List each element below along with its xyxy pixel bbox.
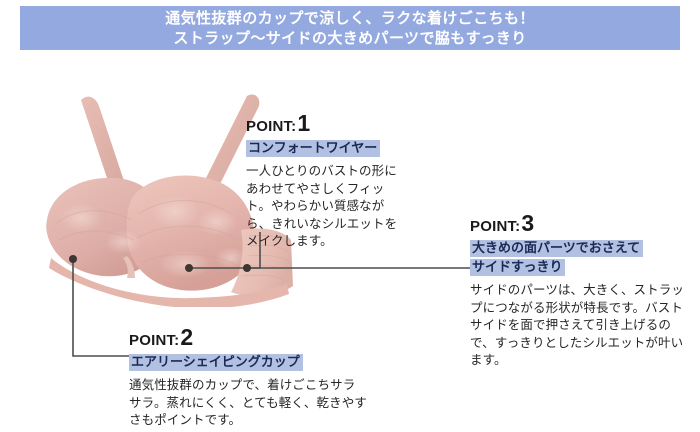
point-1-title: コンフォートワイヤー: [246, 139, 406, 158]
left-strap: [81, 96, 127, 196]
point-1-number: 1: [297, 110, 311, 136]
point-2-label-text: POINT:: [129, 332, 180, 349]
point-2-label: POINT:2: [129, 324, 367, 350]
point-1-label-text: POINT:: [246, 118, 297, 135]
header-line-1: 通気性抜群のカップで涼しく、ラクな着けごこちも！: [165, 9, 535, 27]
point-3-title: 大きめの面パーツでおさえて サイドすっきり: [470, 239, 695, 277]
point-3-number: 3: [521, 210, 535, 236]
header-line-2: ストラップ～サイドの大きめパーツで脇もすっきり: [173, 29, 527, 47]
callout-point-3: POINT:3 大きめの面パーツでおさえて サイドすっきり サイドのパーツは、大…: [470, 210, 695, 369]
point-3-body: サイドのパーツは、大きく、ストラップにつながる形状が特長です。バストサイドを面で…: [470, 282, 684, 367]
header-banner: 通気性抜群のカップで涼しく、ラクな着けごこちも！ ストラップ～サイドの大きめパー…: [20, 6, 680, 50]
point-1-label: POINT:1: [246, 110, 406, 136]
callout-point-2: POINT:2 エアリーシェイピングカップ 通気性抜群のカップで、着けごこちサラ…: [129, 324, 367, 429]
point-2-title: エアリーシェイピングカップ: [129, 353, 367, 372]
point-3-label-text: POINT:: [470, 218, 521, 235]
point-2-number: 2: [180, 324, 194, 350]
point-3-title-line-2: サイドすっきり: [470, 259, 566, 276]
callout-point-1: POINT:1 コンフォートワイヤー 一人ひとりのバストの形にあわせてやさしくフ…: [246, 110, 406, 250]
right-strap: [201, 94, 260, 194]
point-3-label: POINT:3: [470, 210, 695, 236]
point-1-title-text: コンフォートワイヤー: [246, 140, 381, 157]
point-3-title-line-1: 大きめの面パーツでおさえて: [470, 240, 644, 257]
point-2-title-text: エアリーシェイピングカップ: [129, 354, 303, 371]
point-1-body: 一人ひとりのバストの形にあわせてやさしくフィット。やわらかい質感ながら、きれいな…: [246, 163, 398, 248]
point-2-body: 通気性抜群のカップで、着けごこちサラサラ。蒸れにくく、とても軽く、乾きやすさもポ…: [129, 377, 367, 427]
